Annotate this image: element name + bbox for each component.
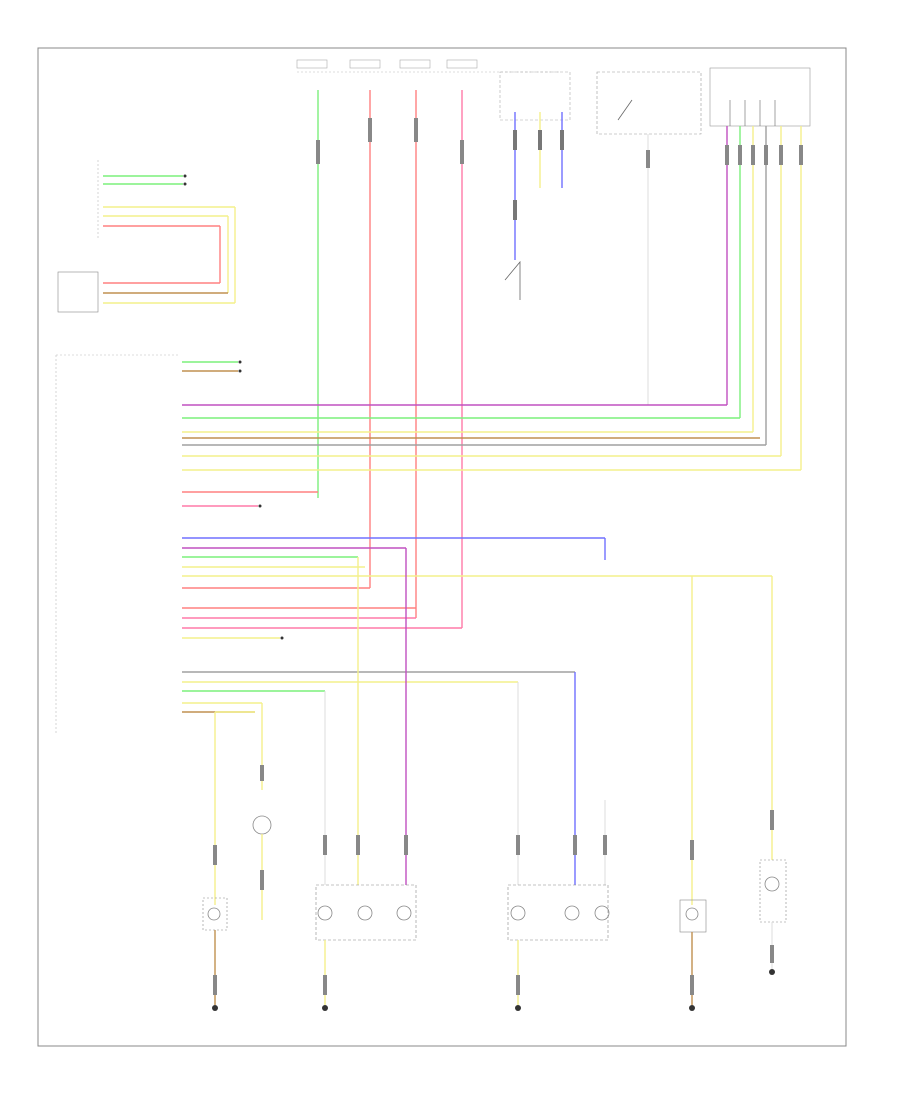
right-fog-lamp — [679, 899, 707, 1011]
fuse-block — [296, 59, 560, 73]
rain-light-sensor — [596, 71, 702, 405]
diagram-frame — [37, 47, 847, 1047]
footwell-module — [55, 354, 801, 735]
light-module — [709, 67, 811, 470]
steering-column-switch — [499, 71, 571, 300]
left-fog-lamp — [202, 897, 228, 1011]
right-turn-lamp — [759, 859, 787, 975]
left-turn-lamp — [252, 815, 272, 920]
right-headlight — [507, 884, 610, 1011]
left-headlight — [315, 884, 417, 1011]
light-switch — [97, 160, 236, 303]
headlight-range-switch — [57, 271, 235, 313]
lamp-feed-wires — [213, 538, 774, 905]
